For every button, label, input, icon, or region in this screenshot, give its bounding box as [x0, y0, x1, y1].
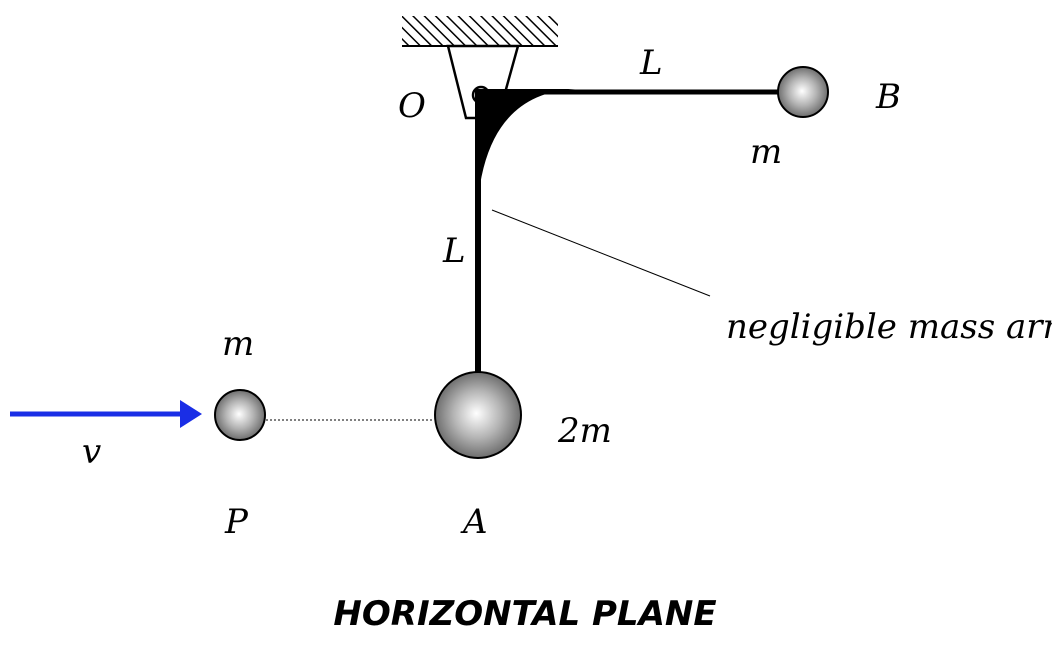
ball-a: [434, 371, 522, 459]
caption-horizontal-plane: HORIZONTAL PLANE: [333, 594, 716, 634]
ball-p: [214, 389, 266, 441]
label-ball-a: A: [460, 502, 488, 542]
label-ball-b: B: [875, 77, 901, 117]
ceiling-hatch: [402, 16, 558, 46]
ball-b: [777, 66, 829, 118]
label-length-top: L: [639, 43, 663, 83]
arm-note-leader-line: [491, 209, 711, 297]
label-pivot-o: O: [398, 86, 426, 126]
label-mass-a: 2m: [557, 411, 612, 451]
arm-corner-fillet: [477, 89, 575, 185]
label-velocity: v: [82, 432, 101, 472]
velocity-arrow-head: [180, 400, 202, 428]
label-mass-p: m: [222, 324, 254, 364]
label-arm-note: negligible mass arm: [726, 307, 1052, 347]
label-length-vertical: L: [442, 231, 466, 271]
label-mass-b: m: [750, 132, 782, 172]
label-ball-p: P: [224, 502, 249, 542]
